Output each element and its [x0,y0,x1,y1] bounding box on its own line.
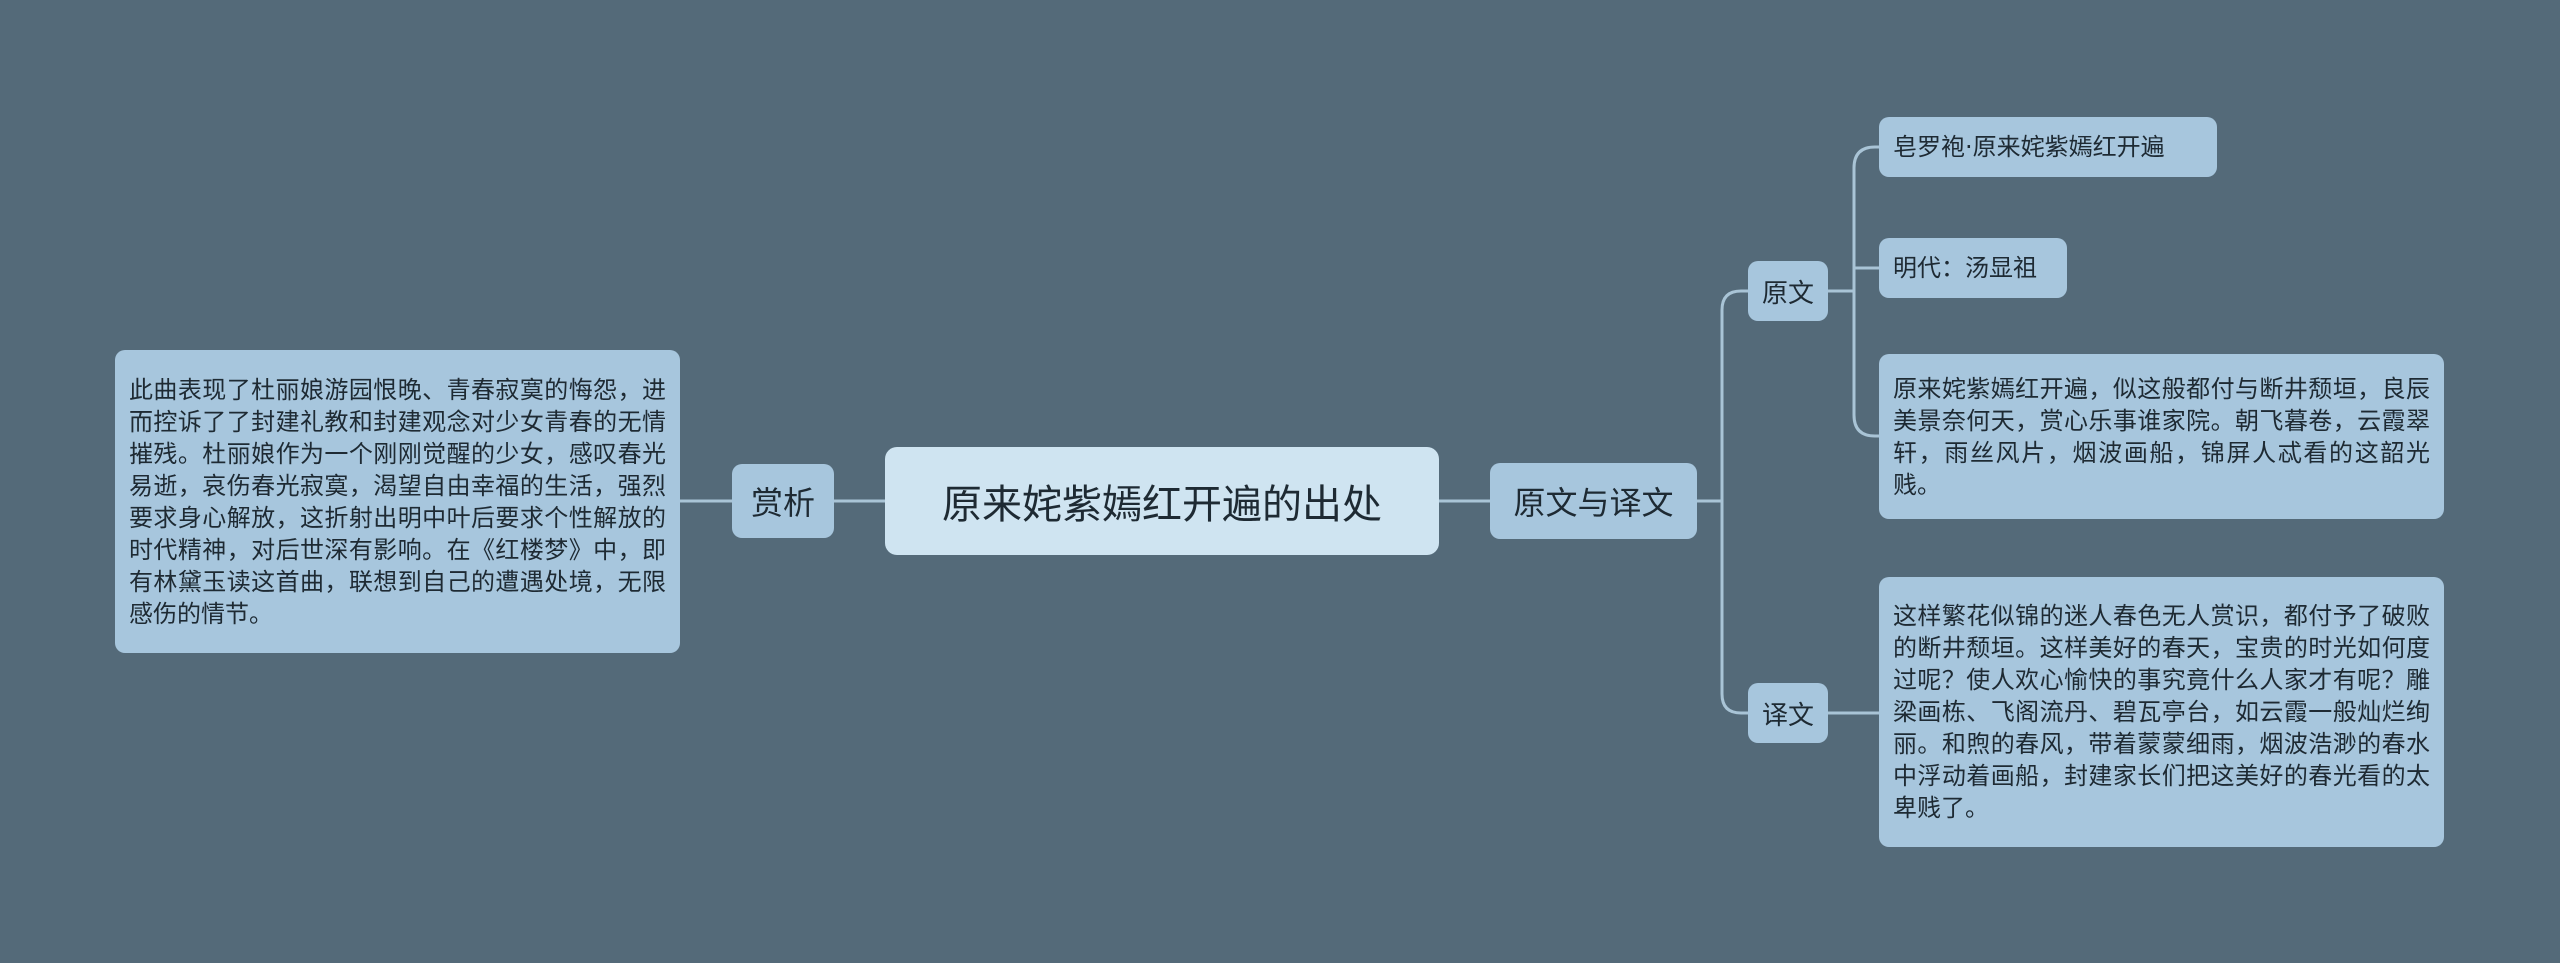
root-node[interactable]: 原来姹紫嫣红开遍的出处 [885,447,1439,555]
poem-author: 明代：汤显祖 [1893,254,2037,282]
original-translation-node[interactable]: 原文与译文 [1490,463,1697,539]
poem-author-node[interactable]: 明代：汤显祖 [1879,238,2067,298]
analysis-text-node[interactable]: 此曲表现了杜丽娘游园恨晚、青春寂寞的悔怨，进而控诉了了封建礼教和封建观念对少女青… [115,350,680,653]
poem-text-node[interactable]: 原来姹紫嫣红开遍，似这般都付与断井颓垣，良辰美景奈何天，赏心乐事谁家院。朝飞暮卷… [1879,354,2444,519]
translation-text: 这样繁花似锦的迷人春色无人赏识，都付予了破败的断井颓垣。这样美好的春天，宝贵的时… [1893,602,2430,822]
translation-node[interactable]: 译文 [1748,683,1828,743]
poem-title: 皂罗袍·原来姹紫嫣红开遍 [1893,133,2165,161]
translation-label: 译文 [1761,700,1814,731]
analysis-text: 此曲表现了杜丽娘游园恨晚、青春寂寞的悔怨，进而控诉了了封建礼教和封建观念对少女青… [129,375,666,628]
poem-title-node[interactable]: 皂罗袍·原来姹紫嫣红开遍 [1879,117,2217,177]
original-node[interactable]: 原文 [1748,261,1828,321]
poem-text: 原来姹紫嫣红开遍，似这般都付与断井颓垣，良辰美景奈何天，赏心乐事谁家院。朝飞暮卷… [1893,374,2430,499]
connector-original-to-leaves [1828,145,1879,438]
original-translation-label: 原文与译文 [1513,484,1674,522]
analysis-node[interactable]: 赏析 [732,464,834,538]
original-label: 原文 [1761,278,1814,309]
analysis-label: 赏析 [750,484,815,522]
connector-original-translation-trunk [1697,289,1748,715]
translation-text-node[interactable]: 这样繁花似锦的迷人春色无人赏识，都付予了破败的断井颓垣。这样美好的春天，宝贵的时… [1879,577,2444,847]
root-label: 原来姹紫嫣红开遍的出处 [942,482,1382,528]
